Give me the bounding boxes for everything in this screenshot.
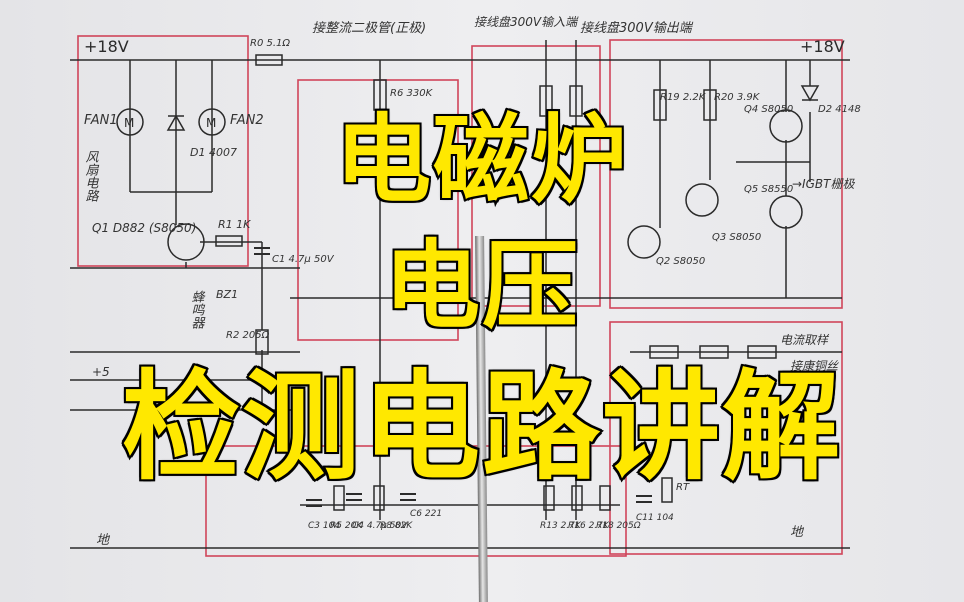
q5-label: Q5 S8550 [744, 184, 793, 195]
r2-label: R2 205Ω [226, 330, 270, 341]
fan2-label: FAN2 [230, 113, 264, 128]
d2-label: D2 4148 [818, 104, 861, 115]
r16-label: R16 2.7K [568, 521, 610, 531]
diodes [166, 85, 820, 131]
bottom-module-box [205, 445, 627, 557]
q4-label: Q4 S8050 [744, 104, 793, 115]
r1-label: R1 1K [218, 218, 251, 231]
resistor-r10 [539, 85, 553, 117]
capacitors [254, 247, 652, 507]
resistor-r20 [703, 89, 717, 121]
q1-label: Q1 D882 (S8050) [92, 221, 196, 235]
resistor-r16 [571, 485, 583, 511]
gnd-left-label: 地 [96, 533, 111, 548]
svg-text:M: M [124, 116, 134, 130]
r13-label: R13 2.7K [540, 521, 582, 531]
resistor-r6 [373, 79, 387, 111]
q2-label: Q2 S8050 [656, 256, 705, 267]
title-line-2: 电压 [382, 230, 580, 342]
fan-circuit-label: 风扇电路 [83, 150, 99, 202]
rail-left-label: +18V [84, 37, 129, 56]
r5-label: R5 20K [330, 521, 363, 531]
plus5-label: +5 [92, 365, 110, 379]
driver-module-box [609, 39, 843, 309]
transistors [167, 109, 803, 261]
resistor-r14 [569, 85, 583, 117]
top-label-right: 接线盘300V输出端 [580, 20, 694, 36]
title-line-1: 电磁炉 [333, 104, 629, 216]
resistor-r5 [333, 485, 345, 511]
top-label-mid: 接线盘300V输入端 [474, 15, 579, 29]
buzzer-label: 蜂鸣器 [189, 290, 205, 329]
c11-label: C11 104 [636, 513, 674, 523]
transistor-q1-icon [167, 223, 205, 261]
resistor-r-c [747, 345, 777, 359]
gnd-right-label: 地 [790, 525, 805, 540]
resistor-r-a [649, 345, 679, 359]
r0-label: R0 5.1Ω [250, 38, 290, 49]
d1-label: D1 4007 [190, 146, 237, 159]
r8-label: R8 82K [380, 521, 413, 531]
title-line-3: 检测电路讲解 [120, 358, 842, 496]
c6-label: C6 221 [410, 509, 442, 519]
r18-label: R18 205Ω [596, 521, 641, 531]
current-sample-label: 电流取样 [780, 333, 830, 347]
resistor-r0 [255, 54, 283, 66]
q3-label: Q3 S8050 [712, 232, 761, 243]
resistor-rt [661, 477, 673, 503]
resistor-r-b [699, 345, 729, 359]
transistor-q5-icon [769, 195, 803, 229]
resistor-r1 [215, 235, 243, 247]
resistor-r13 [543, 485, 555, 511]
transistor-q3-icon [685, 183, 719, 217]
detect-module-box [471, 45, 601, 307]
resistor-wire-label: 接康铜丝 [790, 359, 839, 373]
component-labels: 接整流二极管(正极) 接线盘300V输入端 接线盘300V输出端 +18V +1… [83, 15, 861, 548]
resistor-r2 [255, 329, 269, 355]
bz1-label: BZ1 [216, 288, 238, 301]
rt-label: RT [676, 482, 690, 493]
r6-label: R6 330K [390, 88, 434, 99]
fan1-label: FAN1 [84, 113, 118, 128]
svg-text:M: M [206, 116, 216, 130]
resistor-r8 [373, 485, 385, 511]
c1-label: C1 4.7μ 50V [272, 254, 335, 265]
resistor-r19 [653, 89, 667, 121]
current-module-box [609, 321, 843, 555]
resistors [215, 54, 777, 511]
c4-label: C4 4.7μ 50V [352, 521, 408, 531]
diode-d2-icon [800, 85, 820, 102]
transistor-q2-icon [627, 225, 661, 259]
igbt-label: →IGBT栅极 [792, 177, 855, 191]
r19-label: R19 2.2K [660, 92, 707, 103]
diode-d1-icon [166, 114, 186, 131]
fan-module-box [77, 35, 249, 267]
c3-label: C3 104 [308, 521, 340, 531]
r20-label: R20 3.9K [714, 92, 761, 103]
fan1-motor-icon [116, 108, 144, 136]
resistor-r18 [599, 485, 611, 511]
top-label-left: 接整流二极管(正极) [312, 21, 426, 36]
fan-motors: M M [116, 108, 226, 136]
wires [70, 40, 850, 549]
transistor-q4-icon [769, 109, 803, 143]
fan2-motor-icon [198, 108, 226, 136]
rail-right-label: +18V [800, 37, 845, 56]
